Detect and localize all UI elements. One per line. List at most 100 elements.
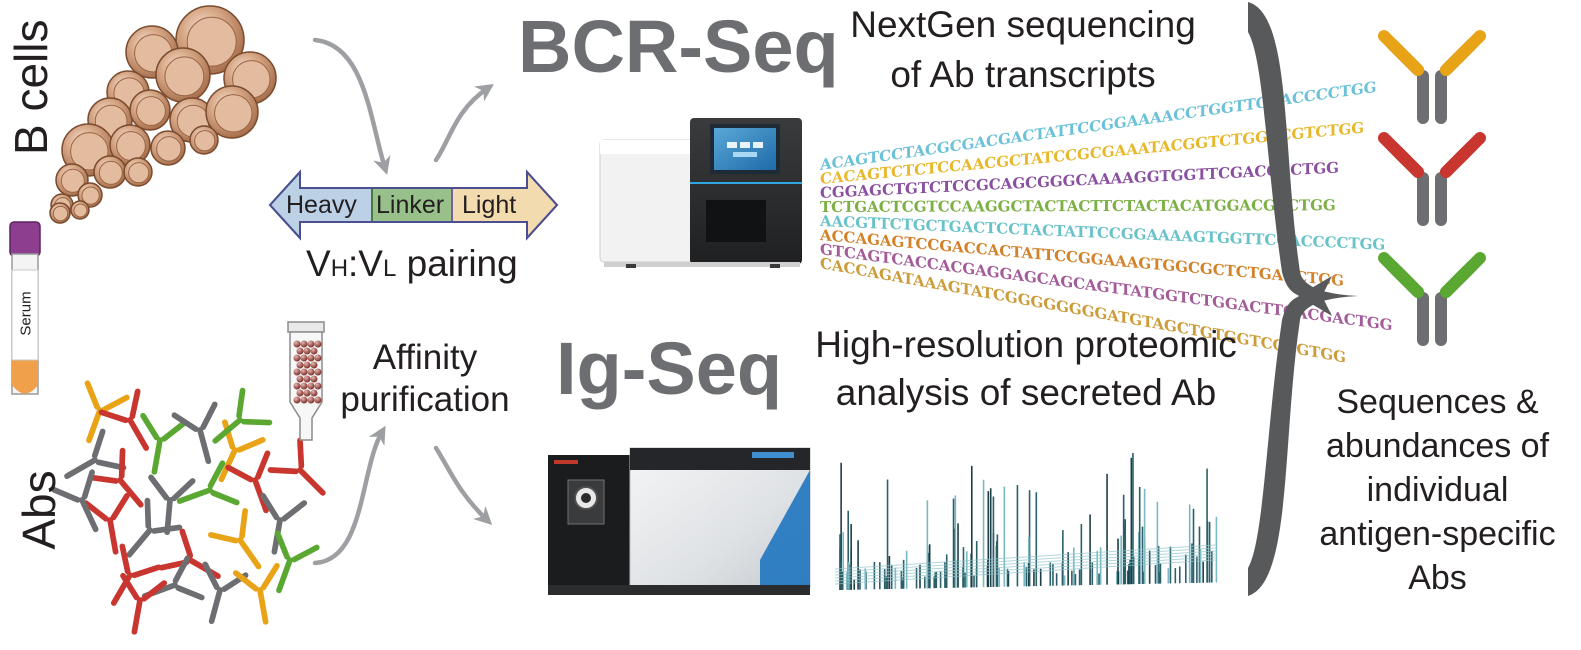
antibody-icon: [225, 450, 271, 514]
antibody-pile: [51, 380, 326, 635]
pairing-l: L: [383, 255, 397, 282]
merge-brace: [1248, 2, 1358, 596]
antibody-icon: [140, 412, 188, 475]
affinity-column-icon: [287, 321, 325, 441]
affinity-label-1: Affinity: [372, 338, 478, 377]
spectrum-baseline: [834, 547, 1216, 573]
resin-bead: [314, 340, 322, 348]
resin-bead: [293, 368, 301, 376]
antibody-icons: [1378, 30, 1486, 346]
b-cell: [70, 200, 90, 220]
b-cell: [205, 85, 259, 139]
scfv-construct: [268, 169, 559, 241]
b-cell: [155, 47, 211, 103]
resin-bead: [310, 361, 318, 369]
resin-bead: [307, 368, 315, 376]
resin-bead: [293, 382, 301, 390]
antibody-icon: [98, 388, 150, 451]
sequencer-instrument: [599, 118, 802, 268]
b-cell: [49, 202, 71, 224]
antibody-icon: [84, 380, 130, 444]
spectrum-baseline: [834, 556, 1216, 582]
spectrum-baseline: [834, 553, 1216, 579]
b-cell: [189, 125, 219, 155]
resin-bead: [314, 354, 322, 362]
pairing-colon: :V: [348, 243, 383, 284]
antibody-icon: [126, 497, 183, 558]
resin-bead: [300, 354, 308, 362]
pairing-h: H: [330, 255, 349, 282]
b-cell: [109, 124, 151, 166]
resin-bead: [296, 389, 304, 397]
antibody-icon: [1378, 252, 1486, 346]
resin-bead: [307, 396, 315, 404]
b-cell: [123, 157, 153, 187]
ngs-caption-2: of Ab transcripts: [890, 54, 1156, 95]
affinity-label-2: purification: [340, 380, 510, 419]
mass-spectrometer-instrument: [548, 447, 811, 595]
serum-label: Serum: [17, 291, 35, 336]
light-label: Light: [462, 191, 517, 219]
flow-arrows: [312, 37, 494, 566]
antibody-icon: [1378, 30, 1486, 124]
antibody-icon: [87, 447, 144, 508]
ig-seq-title: Ig-Seq: [556, 327, 783, 410]
b-cell: [129, 89, 171, 131]
mass-spectrum: [834, 453, 1218, 590]
b-cell: [150, 130, 186, 166]
result-line-3: individual: [1366, 471, 1509, 509]
sequence-read: TCTGACTCGTCCAAGGCTACTACTTCTACTACATGGACGT…: [820, 196, 1336, 216]
resin-bead: [293, 340, 301, 348]
antibody-icon: [1378, 132, 1486, 226]
antibody-icon: [218, 419, 266, 483]
proteomic-caption-1: High-resolution proteomic: [815, 324, 1237, 365]
heavy-label: Heavy: [286, 191, 357, 219]
resin-bead: [310, 347, 318, 355]
resin-bead: [296, 347, 304, 355]
resin-bead: [307, 354, 315, 362]
resin-bead: [303, 347, 311, 355]
antibody-icon: [51, 469, 99, 533]
result-line-5: Abs: [1408, 559, 1467, 597]
b-cell: [93, 155, 127, 189]
serum-tube-icon: [9, 221, 41, 395]
resin-bead: [314, 396, 322, 404]
antibody-icon: [82, 492, 130, 555]
resin-bead: [307, 340, 315, 348]
spectrum-baseline: [834, 559, 1216, 585]
resin-bead: [300, 396, 308, 404]
b-cell: [77, 182, 103, 208]
antibody-icon: [176, 460, 240, 506]
result-line-1: Sequences &: [1336, 383, 1539, 421]
antibody-icon: [274, 530, 320, 594]
resin-bead: [303, 361, 311, 369]
antibody-icon: [171, 401, 218, 465]
b-cells-label: B cells: [5, 19, 57, 155]
resin-bead: [310, 389, 318, 397]
resin-bead: [314, 368, 322, 376]
resin-bead: [303, 389, 311, 397]
resin-bead: [303, 375, 311, 383]
ngs-caption-1: NextGen sequencing: [850, 4, 1196, 45]
pairing-rest: pairing: [396, 243, 518, 284]
b-cells-cluster: [49, 5, 277, 224]
resin-bead: [296, 361, 304, 369]
bcr-seq-title: BCR-Seq: [518, 5, 839, 88]
resin-bead: [296, 375, 304, 383]
result-line-4: antigen-specific: [1319, 515, 1556, 553]
resin-bead: [300, 382, 308, 390]
pairing-label: VH:VL pairing: [306, 245, 518, 282]
antibody-icon: [148, 474, 196, 536]
result-line-2: abundances of: [1325, 427, 1550, 465]
linker-label: Linker: [376, 191, 445, 219]
resin-bead: [307, 382, 315, 390]
pairing-v1: V: [306, 243, 331, 284]
resin-bead: [300, 340, 308, 348]
antibody-icon: [232, 562, 280, 625]
antibody-icon: [120, 572, 168, 635]
antibody-icon: [208, 508, 262, 570]
proteomic-caption-2: analysis of secreted Ab: [835, 372, 1217, 413]
resin-bead: [293, 396, 301, 404]
